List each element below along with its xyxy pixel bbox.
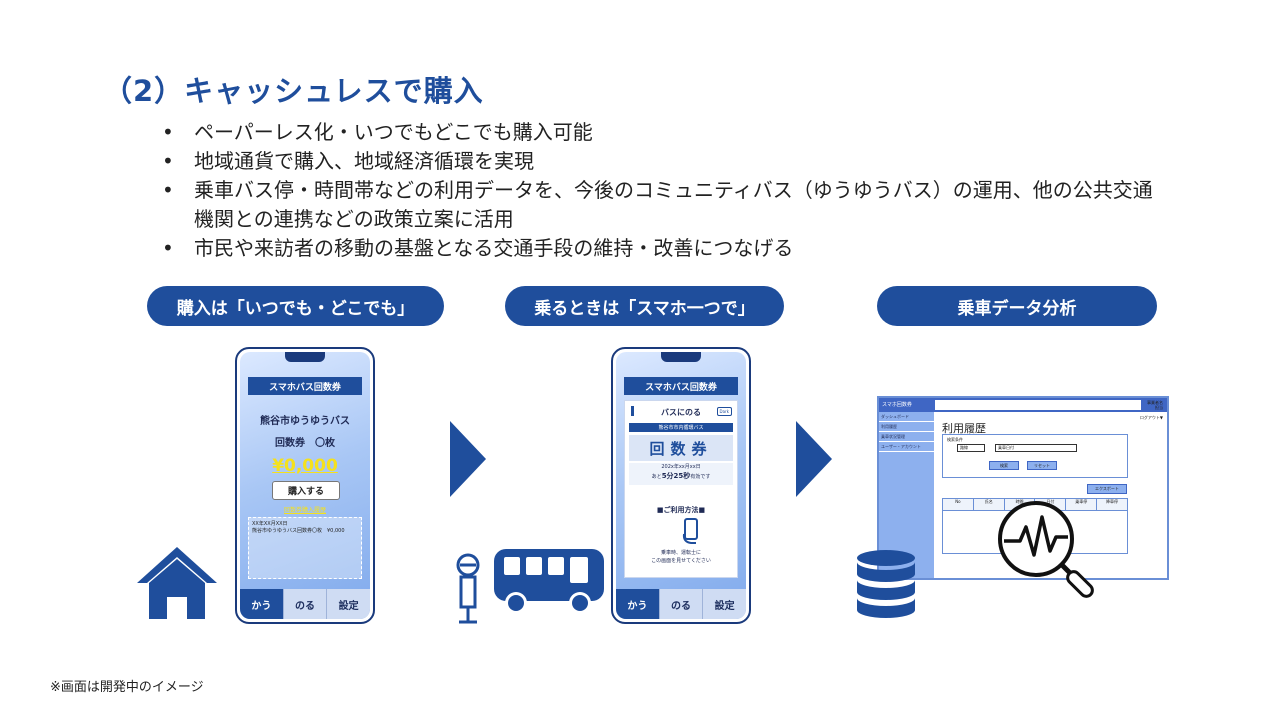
buy-button[interactable]: 購入する (272, 481, 340, 500)
phone-tap-icon (682, 518, 698, 544)
purchase-history-box: XX年XX月XX日 熊谷市ゆうゆうバス回数券〇枚 ¥0,000 (248, 517, 362, 579)
usage-text: 乗車時、運転士に この画面を見せてください (651, 550, 711, 564)
reset-button[interactable]: リセット (1027, 461, 1057, 470)
date-select[interactable]: 乗車日付 (995, 444, 1077, 452)
tab-bar: かう のる 設定 (616, 589, 746, 619)
tab-ride[interactable]: のる (282, 589, 327, 619)
ticket-label: 回数券 (629, 435, 733, 461)
phone-notch (285, 352, 325, 362)
phone-purchase: スマホバス回数券 熊谷市ゆうゆうバス 回数券 〇枚 ¥0,000 購入する 回数… (235, 347, 375, 624)
slide-title: （2）キャッシュレスで購入 (103, 74, 484, 108)
app-header: スマホバス回数券 (248, 377, 362, 395)
tab-settings[interactable]: 設定 (702, 589, 746, 619)
arrow-right-icon (450, 421, 486, 497)
price: ¥0,000 (272, 456, 338, 476)
bullet-mark: • (162, 178, 174, 202)
route-select[interactable]: 路線 (957, 444, 985, 452)
tab-buy[interactable]: かう (240, 589, 283, 619)
service-name: 熊谷市ゆうゆうバス (260, 416, 350, 427)
house-icon (137, 547, 217, 619)
history-date: XX年XX月XX日 (252, 521, 288, 527)
database-icon (857, 550, 915, 618)
tab-buy[interactable]: かう (616, 589, 659, 619)
history-detail: 熊谷市ゆうゆうバス回数券〇枚 ¥0,000 (252, 528, 345, 534)
bus-icon (494, 549, 604, 614)
bullet-item: •地域通貨で購入、地域経済循環を実現 (160, 147, 1170, 176)
bullet-list: •ペーパーレス化・いつでもどこでも購入可能 •地域通貨で購入、地域経済循環を実現… (160, 118, 1170, 263)
bullet-mark: • (162, 149, 174, 173)
sidebar-item-dashboard[interactable]: ダッシュボード (879, 412, 934, 422)
purchase-history-link[interactable]: 回数券購入履歴 (283, 507, 326, 514)
ticket-count: 回数券 〇枚 (275, 438, 335, 449)
stop-marker-icon (631, 406, 634, 416)
tab-bar: かう のる 設定 (240, 589, 370, 619)
dashboard-search-bar[interactable] (935, 400, 1141, 410)
sidebar-item-history[interactable]: 利用履歴 (879, 422, 934, 432)
logout-menu[interactable]: ログアウト▼ (1139, 415, 1163, 420)
pill-purchase: 購入は「いつでも・どこでも」 (147, 286, 444, 326)
mode-badge[interactable]: Dark (716, 407, 732, 416)
bullet-item: •ペーパーレス化・いつでもどこでも購入可能 (160, 118, 1170, 147)
validity-remaining: あと5分25秒有効です (651, 472, 711, 480)
bullet-item: •市民や来訪者の移動の基盤となる交通手段の維持・改善につなげる (160, 234, 1170, 263)
arrow-right-icon (796, 421, 832, 497)
ride-title: バスにのる (661, 408, 701, 417)
phone-screen: スマホバス回数券 バスにのる Dark 熊谷市市内循環バス 回数券 202x年x… (616, 352, 746, 619)
bus-stop-icon (456, 553, 480, 624)
bullet-mark: • (162, 120, 174, 144)
sidebar-item-ride-status[interactable]: 乗車状況管理 (879, 432, 934, 442)
phone-ride: スマホバス回数券 バスにのる Dark 熊谷市市内循環バス 回数券 202x年x… (611, 347, 751, 624)
tab-settings[interactable]: 設定 (326, 589, 370, 619)
bullet-mark: • (162, 236, 174, 260)
dashboard-app-name: スマホ回数券 (882, 402, 912, 408)
pill-analysis: 乗車データ分析 (877, 286, 1157, 326)
search-button[interactable]: 検索 (989, 461, 1019, 470)
validity-panel: 202x年xx月xx日 あと5分25秒有効です (629, 463, 733, 485)
search-panel: 検索条件 路線 乗車日付 検索 リセット (942, 434, 1128, 478)
usage-title: ■ご利用方法■ (656, 506, 706, 514)
phone-notch (661, 352, 701, 362)
app-header: スマホバス回数券 (624, 377, 738, 395)
validity-date: 202x年xx月xx日 (661, 464, 701, 470)
export-button[interactable]: エクスポート (1087, 484, 1127, 494)
tab-ride[interactable]: のる (658, 589, 703, 619)
bullet-item: •乗車バス停・時間帯などの利用データを、今後のコミュニティバス（ゆうゆうバス）の… (162, 178, 1153, 231)
phone-screen: スマホバス回数券 熊谷市ゆうゆうバス 回数券 〇枚 ¥0,000 購入する 回数… (240, 352, 370, 619)
analytics-magnifier-icon (998, 501, 1094, 598)
route-bar: 熊谷市市内循環バス (629, 423, 733, 432)
ride-card: バスにのる Dark 熊谷市市内循環バス 回数券 202x年xx月xx日 あと5… (624, 400, 738, 578)
dashboard-user: 事業者名 担当 (1147, 400, 1163, 410)
pill-ride: 乗るときは「スマホ一つで」 (505, 286, 784, 326)
dashboard-page-title: 利用履歴 (942, 422, 986, 435)
sidebar-item-users[interactable]: ユーザー・アカウント (879, 442, 934, 452)
footnote: ※画面は開発中のイメージ (50, 680, 204, 695)
